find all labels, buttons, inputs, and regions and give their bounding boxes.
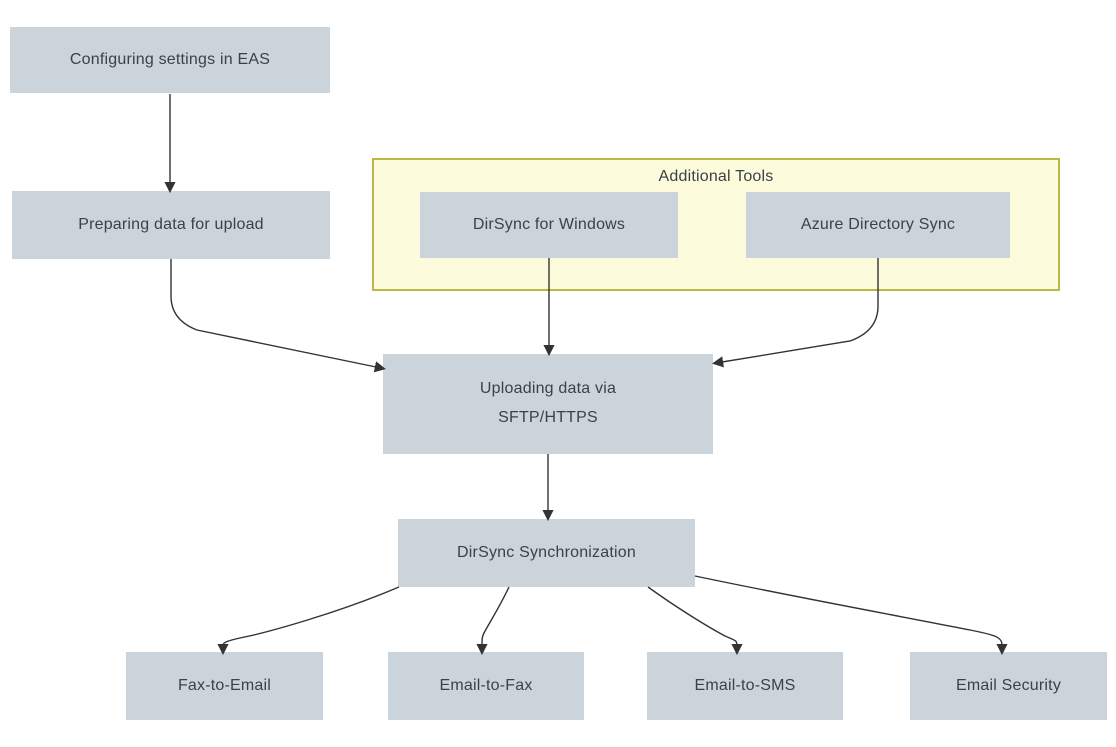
node-dirsync-for-windows: DirSync for Windows — [420, 192, 678, 258]
node-email-to-sms: Email-to-SMS — [647, 652, 843, 720]
node-azure-directory-sync: Azure Directory Sync — [746, 192, 1010, 258]
arrow-prepare-to-upload — [170, 259, 386, 373]
node-azure-directory-sync-label: Azure Directory Sync — [800, 215, 956, 233]
group-additional-tools-label: Additional Tools — [658, 168, 774, 185]
node-email-to-fax: Email-to-Fax — [388, 652, 584, 720]
arrow-sync-to-email-to-fax — [476, 586, 510, 656]
node-preparing-data-for-upload: Preparing data for upload — [12, 191, 330, 259]
node-dirsync-for-windows-label: DirSync for Windows — [472, 215, 626, 233]
arrow-sync-to-fax-to-email — [217, 586, 400, 656]
node-email-to-sms-label: Email-to-SMS — [694, 676, 796, 694]
node-uploading-data-line-1: Uploading data via — [479, 380, 617, 398]
node-fax-to-email: Fax-to-Email — [126, 652, 323, 720]
node-fax-to-email-label: Fax-to-Email — [177, 676, 272, 694]
arrow-sync-to-email-security — [694, 575, 1008, 656]
arrow-sync-to-email-to-sms — [647, 586, 743, 656]
node-configuring-settings-in-eas-label: Configuring settings in EAS — [69, 50, 271, 68]
node-email-security-label: Email Security — [955, 676, 1062, 694]
node-uploading-data-via-sftp-https: Uploading data via SFTP/HTTPS — [383, 354, 713, 454]
node-email-to-fax-label: Email-to-Fax — [439, 676, 533, 694]
node-dirsync-synchronization-label: DirSync Synchronization — [457, 543, 636, 561]
node-preparing-data-for-upload-label: Preparing data for upload — [78, 215, 264, 233]
node-email-security: Email Security — [910, 652, 1107, 720]
node-dirsync-synchronization: DirSync Synchronization — [398, 519, 695, 587]
node-uploading-data-line-2: SFTP/HTTPS — [498, 409, 598, 426]
node-configuring-settings-in-eas: Configuring settings in EAS — [10, 27, 330, 93]
